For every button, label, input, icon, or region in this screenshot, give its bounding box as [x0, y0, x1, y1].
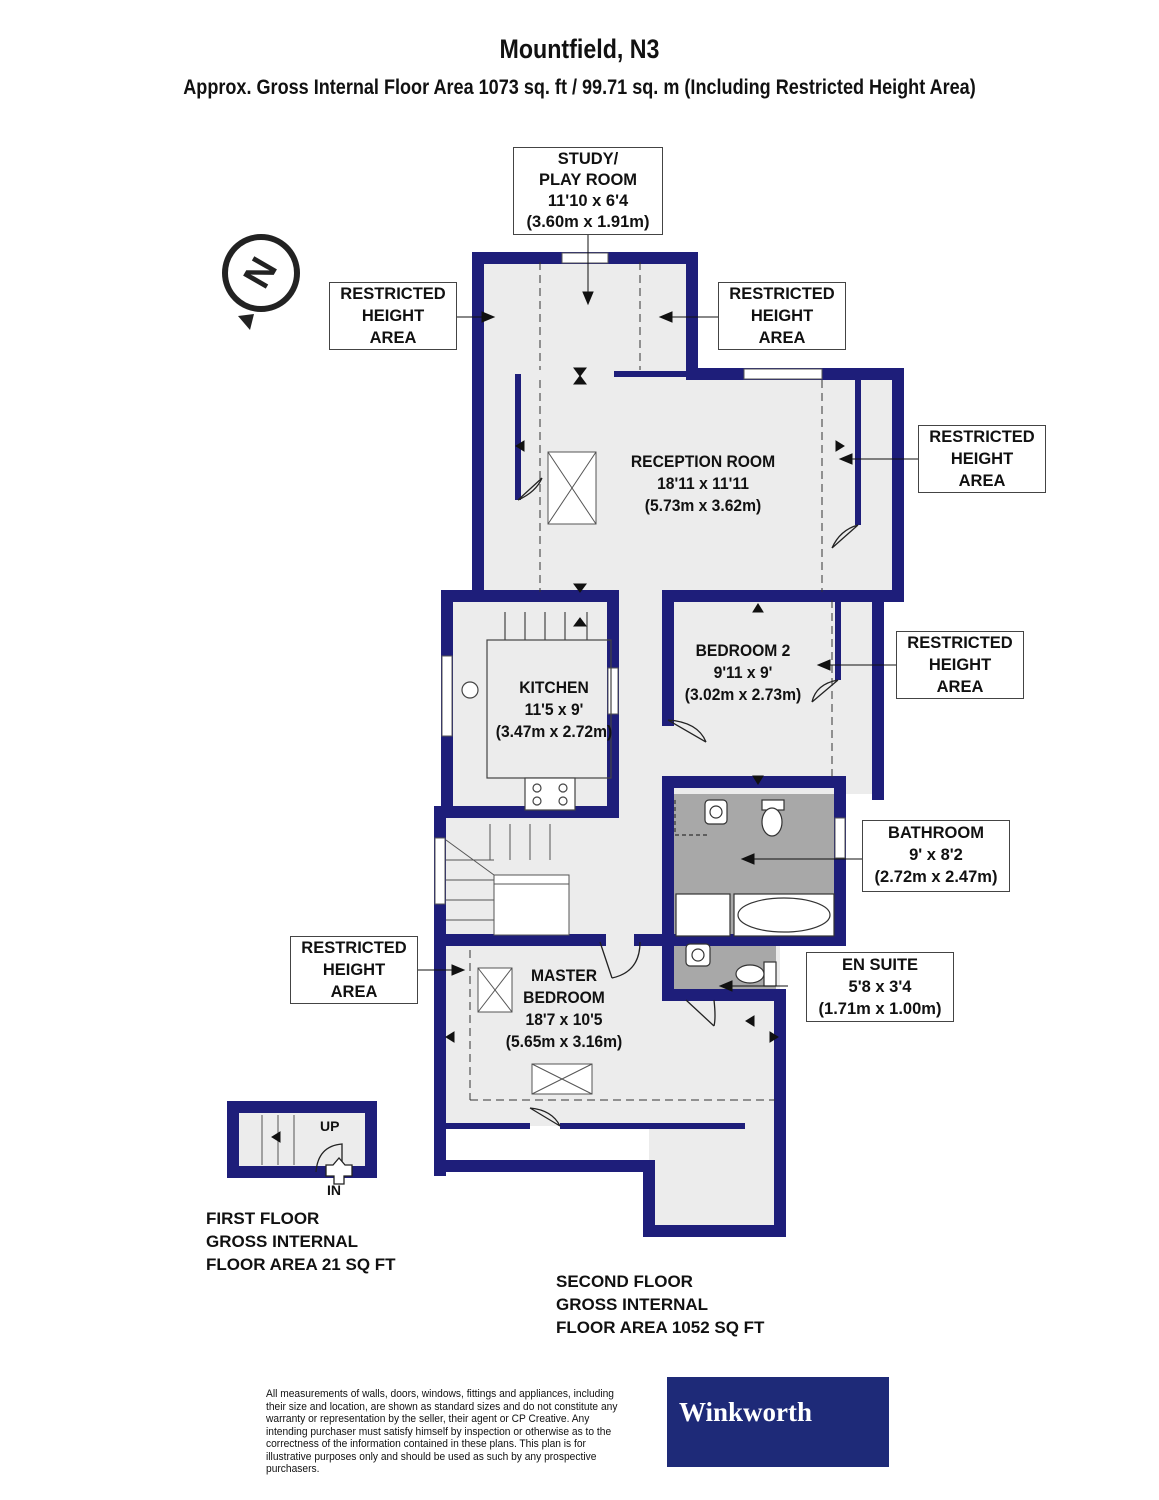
bedroom-2-label: BEDROOM 2 9'11 x 9' (3.02m x 2.73m) — [684, 641, 802, 704]
windows — [434, 252, 846, 905]
north-compass-icon: N — [222, 234, 300, 330]
bathroom-fittings — [674, 799, 835, 987]
first-floor-area-label: FIRST FLOOR GROSS INTERNAL FLOOR AREA 21… — [206, 1209, 396, 1274]
winkworth-logo: Winkworth — [667, 1377, 889, 1467]
en-suite-label: EN SUITE 5'8 x 3'4 (1.71m x 1.00m) — [806, 952, 954, 1022]
study-play-room-label: STUDY/ PLAY ROOM 11'10 x 6'4 (3.60m x 1.… — [513, 147, 663, 235]
doors — [315, 477, 859, 1173]
staircase — [261, 824, 570, 1165]
inner-partitions — [440, 371, 861, 1129]
bathroom-label: BATHROOM 9' x 8'2 (2.72m x 2.47m) — [862, 820, 1010, 892]
master-bedroom-label: MASTER BEDROOM 18'7 x 10'5 (5.65m x 3.16… — [505, 966, 623, 1051]
kitchen-label: KITCHEN 11'5 x 9' (3.47m x 2.72m) — [495, 678, 613, 741]
plan-subtitle: Approx. Gross Internal Floor Area 1073 s… — [183, 76, 976, 99]
entrance-in-label: IN — [327, 1182, 341, 1198]
plan-title: Mountfield, N3 — [499, 34, 660, 64]
reception-room-label: RECEPTION ROOM 18'11 x 11'11 (5.73m x 3.… — [630, 452, 776, 515]
up-arrow-icon — [325, 1157, 353, 1185]
disclaimer-text: All measurements of walls, doors, window… — [266, 1388, 618, 1475]
callout-arrows — [271, 232, 920, 1143]
height-lines — [469, 262, 833, 1101]
kitchen-fittings — [461, 612, 612, 811]
stairs-up-label: UP — [320, 1118, 340, 1134]
skylights — [477, 451, 597, 1095]
second-floor-area-label: SECOND FLOOR GROSS INTERNAL FLOOR AREA 1… — [556, 1272, 765, 1337]
